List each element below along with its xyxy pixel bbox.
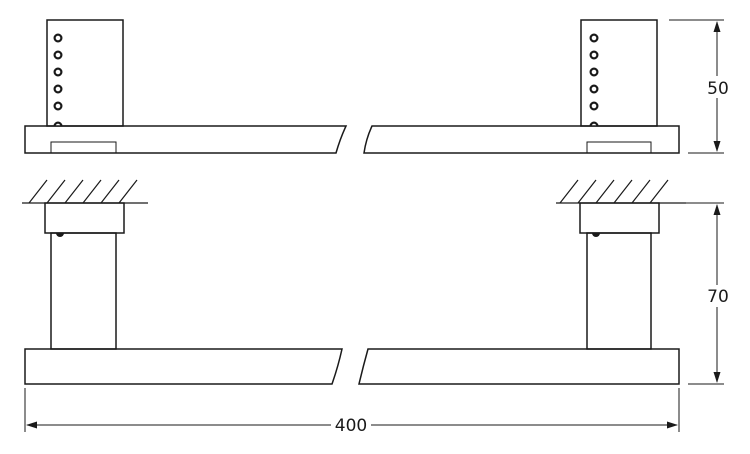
top-right-inset: [586, 141, 652, 154]
left-bracket: [44, 202, 125, 350]
screw-icon: [592, 233, 600, 237]
hatch-line: [631, 179, 651, 204]
label-backdrop: [331, 413, 371, 437]
top-view: [24, 19, 680, 154]
mount-hole: [589, 67, 599, 77]
front-view: [22, 179, 686, 385]
wall-hatch-right: [556, 179, 686, 204]
hatch-line: [595, 179, 615, 204]
hatch-line: [46, 179, 66, 204]
dimension-length: 400: [24, 388, 680, 437]
label-backdrop: [703, 76, 733, 98]
label-backdrop: [703, 285, 733, 307]
depth-label: 50: [707, 79, 729, 99]
top-bar-left-segment: [24, 125, 348, 154]
mount-hole: [53, 84, 63, 94]
hatch-line: [577, 179, 597, 204]
arrow-down-icon: [713, 372, 721, 383]
dimension-projection: 70: [686, 202, 733, 385]
mount-hole: [53, 50, 63, 60]
screw-icon: [56, 233, 64, 237]
right-wall-flange: [579, 202, 660, 234]
length-label: 400: [335, 416, 367, 436]
mount-hole: [589, 50, 599, 60]
left-wall-flange: [44, 202, 125, 234]
top-left-inset: [50, 141, 117, 154]
front-bar-left-segment: [24, 348, 343, 385]
hatch-line: [64, 179, 84, 204]
hatch-line: [28, 179, 48, 204]
hatch-line: [82, 179, 102, 204]
hatch-line: [118, 179, 138, 204]
mount-hole: [589, 84, 599, 94]
hatch-line: [649, 179, 669, 204]
mount-hole: [53, 33, 63, 43]
hatch-line: [613, 179, 633, 204]
hatch-line: [559, 179, 579, 204]
dimension-depth: 50: [669, 19, 733, 154]
front-bar-right-segment: [358, 348, 680, 385]
projection-label: 70: [707, 287, 729, 307]
wall-hatch-left: [22, 179, 148, 204]
mount-hole: [53, 101, 63, 111]
left-post: [50, 232, 117, 350]
arrow-right-icon: [667, 421, 678, 429]
right-bracket: [579, 202, 660, 350]
arrow-up-icon: [713, 21, 721, 32]
arrow-left-icon: [26, 421, 37, 429]
mount-hole: [53, 67, 63, 77]
arrow-up-icon: [713, 204, 721, 215]
right-post: [586, 232, 652, 350]
hatch-line: [100, 179, 120, 204]
top-right-holes: [589, 33, 599, 127]
top-bar-right-segment: [363, 125, 680, 154]
mount-hole: [589, 33, 599, 43]
arrow-down-icon: [713, 141, 721, 152]
top-left-holes: [53, 33, 63, 127]
mount-hole: [589, 101, 599, 111]
